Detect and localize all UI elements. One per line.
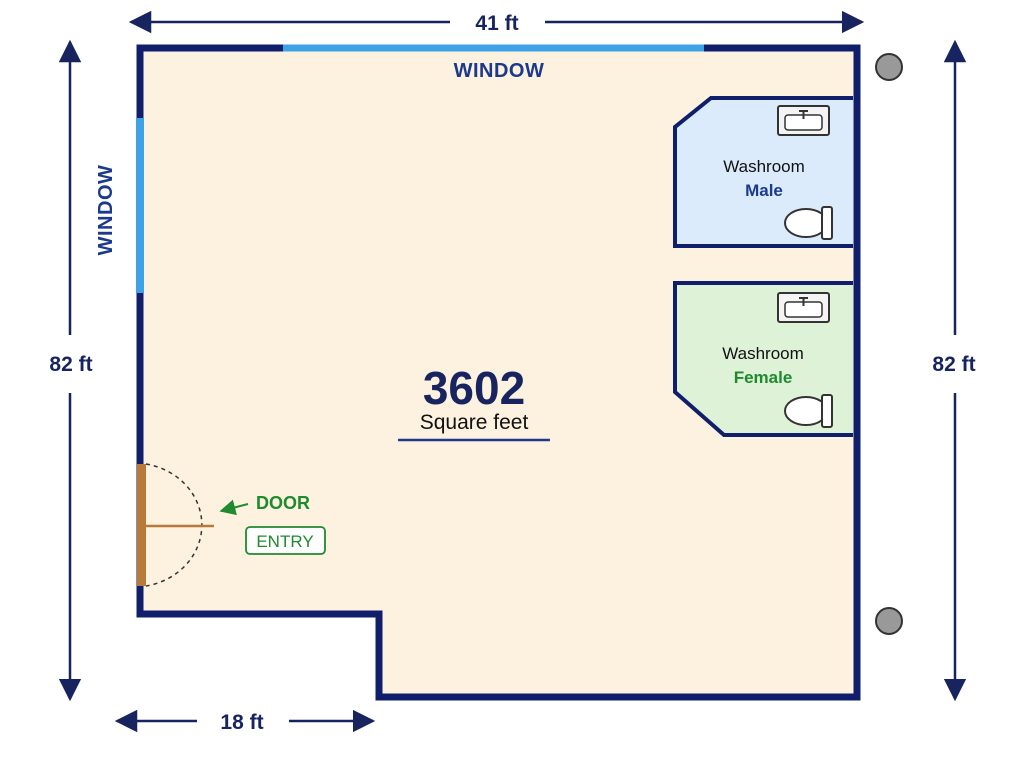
door-label: DOOR bbox=[256, 493, 310, 513]
sink-icon bbox=[777, 292, 830, 323]
washroom-female-title: Washroom bbox=[722, 344, 804, 363]
column-icon bbox=[875, 607, 903, 635]
sink-icon bbox=[777, 105, 830, 136]
dimension-left-label: 82 ft bbox=[49, 353, 92, 376]
dimension-bottom-label: 18 ft bbox=[220, 711, 263, 734]
left-window-label: WINDOW bbox=[95, 165, 117, 256]
toilet-icon bbox=[784, 394, 833, 428]
dimension-right-label: 82 ft bbox=[932, 353, 975, 376]
entry-label: ENTRY bbox=[256, 532, 313, 551]
top-window-label: WINDOW bbox=[454, 60, 545, 82]
dimension-top-label: 41 ft bbox=[475, 12, 518, 35]
washroom-male-subtitle: Male bbox=[745, 181, 783, 200]
washroom-female-subtitle: Female bbox=[734, 368, 793, 387]
door-pointer-arrow-icon bbox=[219, 499, 249, 516]
entry-badge bbox=[245, 526, 326, 555]
column-icon bbox=[875, 53, 903, 81]
washroom-male-title: Washroom bbox=[723, 157, 805, 176]
door-panel bbox=[137, 464, 146, 586]
area-unit: Square feet bbox=[420, 411, 529, 434]
area-value: 3602 bbox=[423, 362, 525, 414]
toilet-icon bbox=[784, 206, 833, 240]
